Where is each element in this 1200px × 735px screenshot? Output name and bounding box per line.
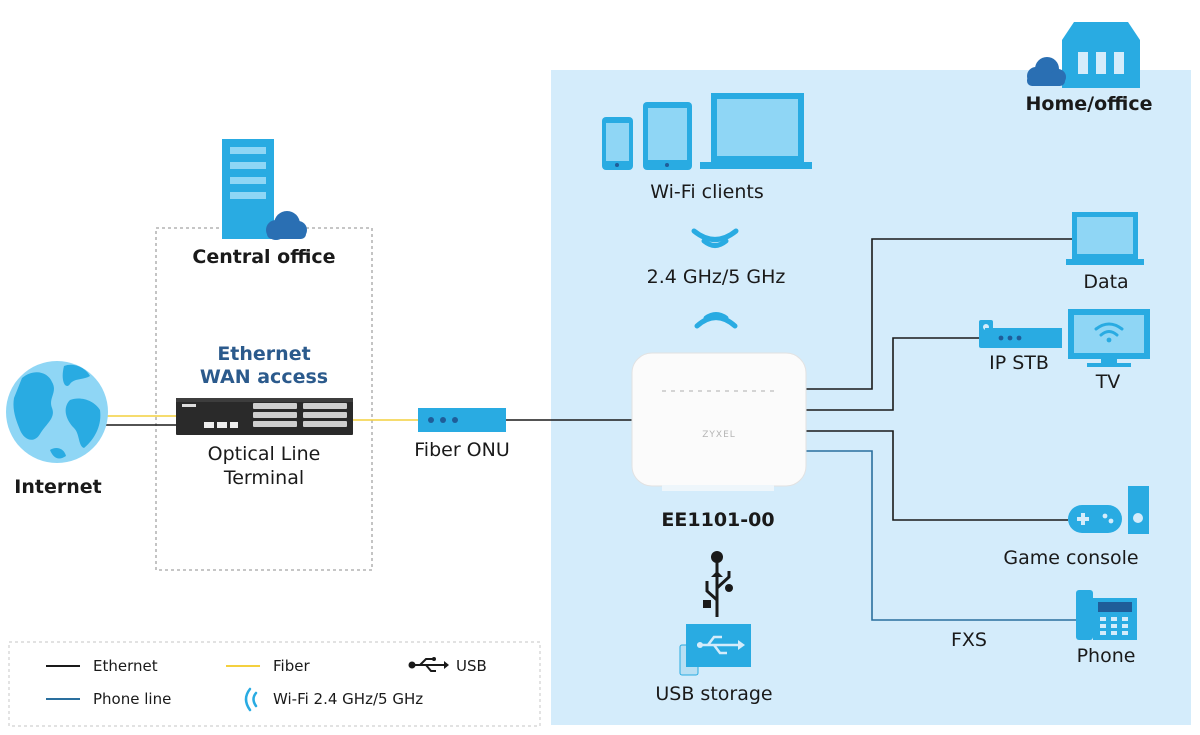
wifi-signal-icon-top <box>691 228 739 248</box>
legend-fiber-label: Fiber <box>273 657 310 675</box>
legend-wifi-label: Wi-Fi 2.4 GHz/5 GHz <box>273 690 424 708</box>
home-office-label: Home/office <box>1025 93 1153 115</box>
router-stb-line <box>806 337 985 411</box>
router-phone-line <box>806 450 1076 621</box>
building-icon <box>1062 22 1140 88</box>
tablet-device-icon <box>643 102 692 170</box>
usb-symbol-icon <box>703 551 733 617</box>
cloud-icon-home <box>1027 57 1066 86</box>
ip-stb-label: IP STB <box>989 352 1049 374</box>
fiber-onu-label: Fiber ONU <box>414 439 510 461</box>
game-console-label: Game console <box>1003 547 1139 569</box>
phone-label: Phone <box>1076 645 1136 667</box>
router-game-line <box>806 430 1068 521</box>
router-brand-label: ZYXEL <box>702 430 736 440</box>
data-laptop-icon <box>1066 212 1144 265</box>
usb-storage-label: USB storage <box>655 683 773 705</box>
legend-usb-label: USB <box>456 657 487 675</box>
server-icon <box>222 139 274 239</box>
connection-lines <box>105 238 1076 621</box>
set-top-box-icon <box>979 320 1062 348</box>
telephone-icon <box>1076 590 1137 640</box>
olt-label-line1: Optical Line <box>207 443 321 465</box>
data-label: Data <box>1083 271 1129 293</box>
fiber-onu-icon <box>418 408 506 432</box>
wifi-clients-label: Wi-Fi clients <box>650 181 764 203</box>
olt-label-line2: Terminal <box>223 467 305 489</box>
phone-device-icon <box>602 117 633 170</box>
ethernet-wan-label-line2: WAN access <box>199 366 329 388</box>
wifi-band-label: 2.4 GHz/5 GHz <box>646 266 786 288</box>
ethernet-wan-label-line1: Ethernet <box>217 343 311 365</box>
router-data-line <box>806 238 1072 390</box>
tv-label: TV <box>1095 371 1121 393</box>
legend-ethernet-label: Ethernet <box>93 657 158 675</box>
fxs-label: FXS <box>950 629 988 651</box>
internet-label: Internet <box>14 476 102 498</box>
tv-icon <box>1068 309 1150 367</box>
legend-wifi-icon <box>244 687 258 712</box>
olt-device-icon <box>176 398 353 435</box>
cloud-icon-central <box>266 211 307 240</box>
router-device-icon <box>631 352 807 491</box>
router-model-label: EE1101-00 <box>661 509 775 531</box>
legend-box <box>8 641 541 727</box>
globe-icon <box>6 361 108 463</box>
usb-storage-icon <box>679 624 751 676</box>
game-console-icon <box>1068 486 1149 534</box>
wifi-signal-icon-bottom <box>694 312 738 329</box>
legend-phone-line-label: Phone line <box>93 690 172 708</box>
central-office-label: Central office <box>192 246 336 268</box>
legend-usb-icon <box>408 657 449 672</box>
laptop-device-icon <box>700 93 812 169</box>
